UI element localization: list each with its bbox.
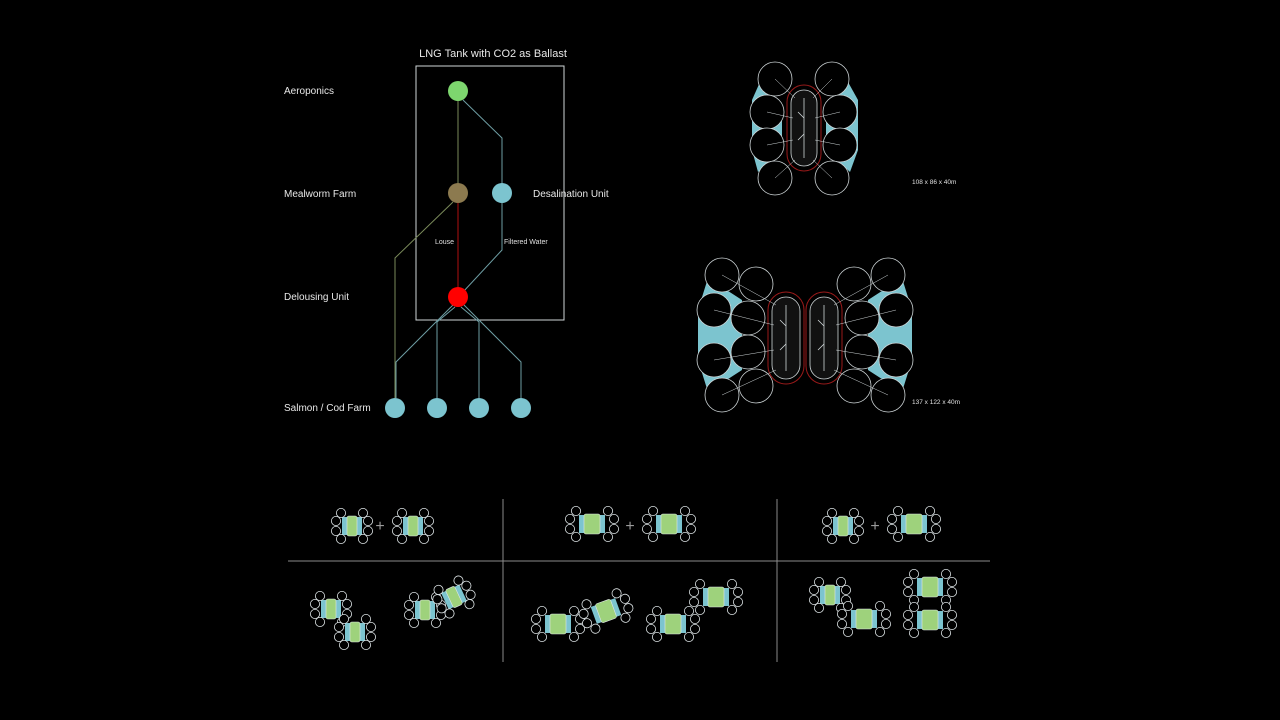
platform-module — [403, 591, 446, 628]
platform-module — [902, 601, 957, 638]
flow-diagram: LNG Tank with CO2 as Ballast Aeroponics … — [284, 48, 609, 418]
platform-module — [391, 507, 434, 544]
delousing-to-fish-3-line — [460, 306, 480, 398]
lng-tank-box — [415, 65, 565, 321]
small-plan-pipes — [766, 78, 841, 179]
large-plan-tanks — [696, 257, 914, 413]
delousing-to-fish-2-line — [436, 306, 456, 398]
platform-module — [821, 507, 864, 544]
aeroponics-label: Aeroponics — [284, 86, 334, 97]
platform-module — [578, 588, 634, 634]
large-plan-red-outline-left — [767, 291, 805, 385]
delousing-to-fish-1-line — [395, 304, 454, 398]
fish-node-1 — [385, 398, 405, 418]
desalination-label: Desalination Unit — [533, 189, 609, 200]
large-plan-pipes — [713, 274, 897, 396]
plus-sign-1: + — [375, 518, 384, 535]
platform-module — [564, 505, 619, 542]
mealworm-node — [448, 183, 468, 203]
large-platform-plan: 137 x 122 x 40m — [696, 257, 960, 413]
lng-tank-title: LNG Tank with CO2 as Ballast — [419, 48, 567, 60]
platform-module — [836, 600, 891, 637]
fish-node-2 — [427, 398, 447, 418]
platform-module — [902, 568, 957, 605]
platform-modules — [309, 505, 957, 650]
platform-module — [808, 576, 851, 613]
platform-module — [330, 507, 373, 544]
filtered-water-label: Filtered Water — [504, 239, 548, 246]
platform-module — [641, 505, 696, 542]
delousing-to-fish-4-line — [463, 304, 522, 398]
small-platform-plan: 108 x 86 x 40m — [749, 61, 956, 196]
flow-connectors — [394, 99, 522, 398]
small-plan-dimensions: 108 x 86 x 40m — [912, 179, 956, 186]
platform-module — [688, 578, 743, 615]
mealworm-label: Mealworm Farm — [284, 189, 356, 200]
aeroponics-node — [448, 81, 468, 101]
large-plan-red-outline-right — [805, 291, 843, 385]
small-plan-red-outline — [786, 84, 822, 172]
mealworm-to-fish-line — [394, 201, 454, 398]
fish-node-3 — [469, 398, 489, 418]
configuration-matrix: + + + — [288, 499, 990, 662]
desalination-node — [492, 183, 512, 203]
aeroponics-to-desal-line — [462, 99, 503, 184]
large-plan-dimensions: 137 x 122 x 40m — [912, 399, 960, 406]
delousing-label: Delousing Unit — [284, 292, 349, 303]
fish-farm-label: Salmon / Cod Farm — [284, 403, 371, 414]
fish-node-4 — [511, 398, 531, 418]
platform-module — [333, 613, 376, 650]
platform-module — [886, 505, 941, 542]
filtered-water-line — [462, 203, 503, 293]
plus-sign-2: + — [625, 518, 634, 535]
large-plan-tank-detail — [779, 305, 825, 371]
platform-module — [530, 605, 585, 642]
louse-label: Louse — [435, 239, 454, 246]
plus-sign-3: + — [870, 518, 879, 535]
platform-module — [645, 605, 700, 642]
delousing-node — [448, 287, 468, 307]
small-plan-tank-detail — [797, 98, 805, 158]
platform-module — [432, 575, 476, 619]
